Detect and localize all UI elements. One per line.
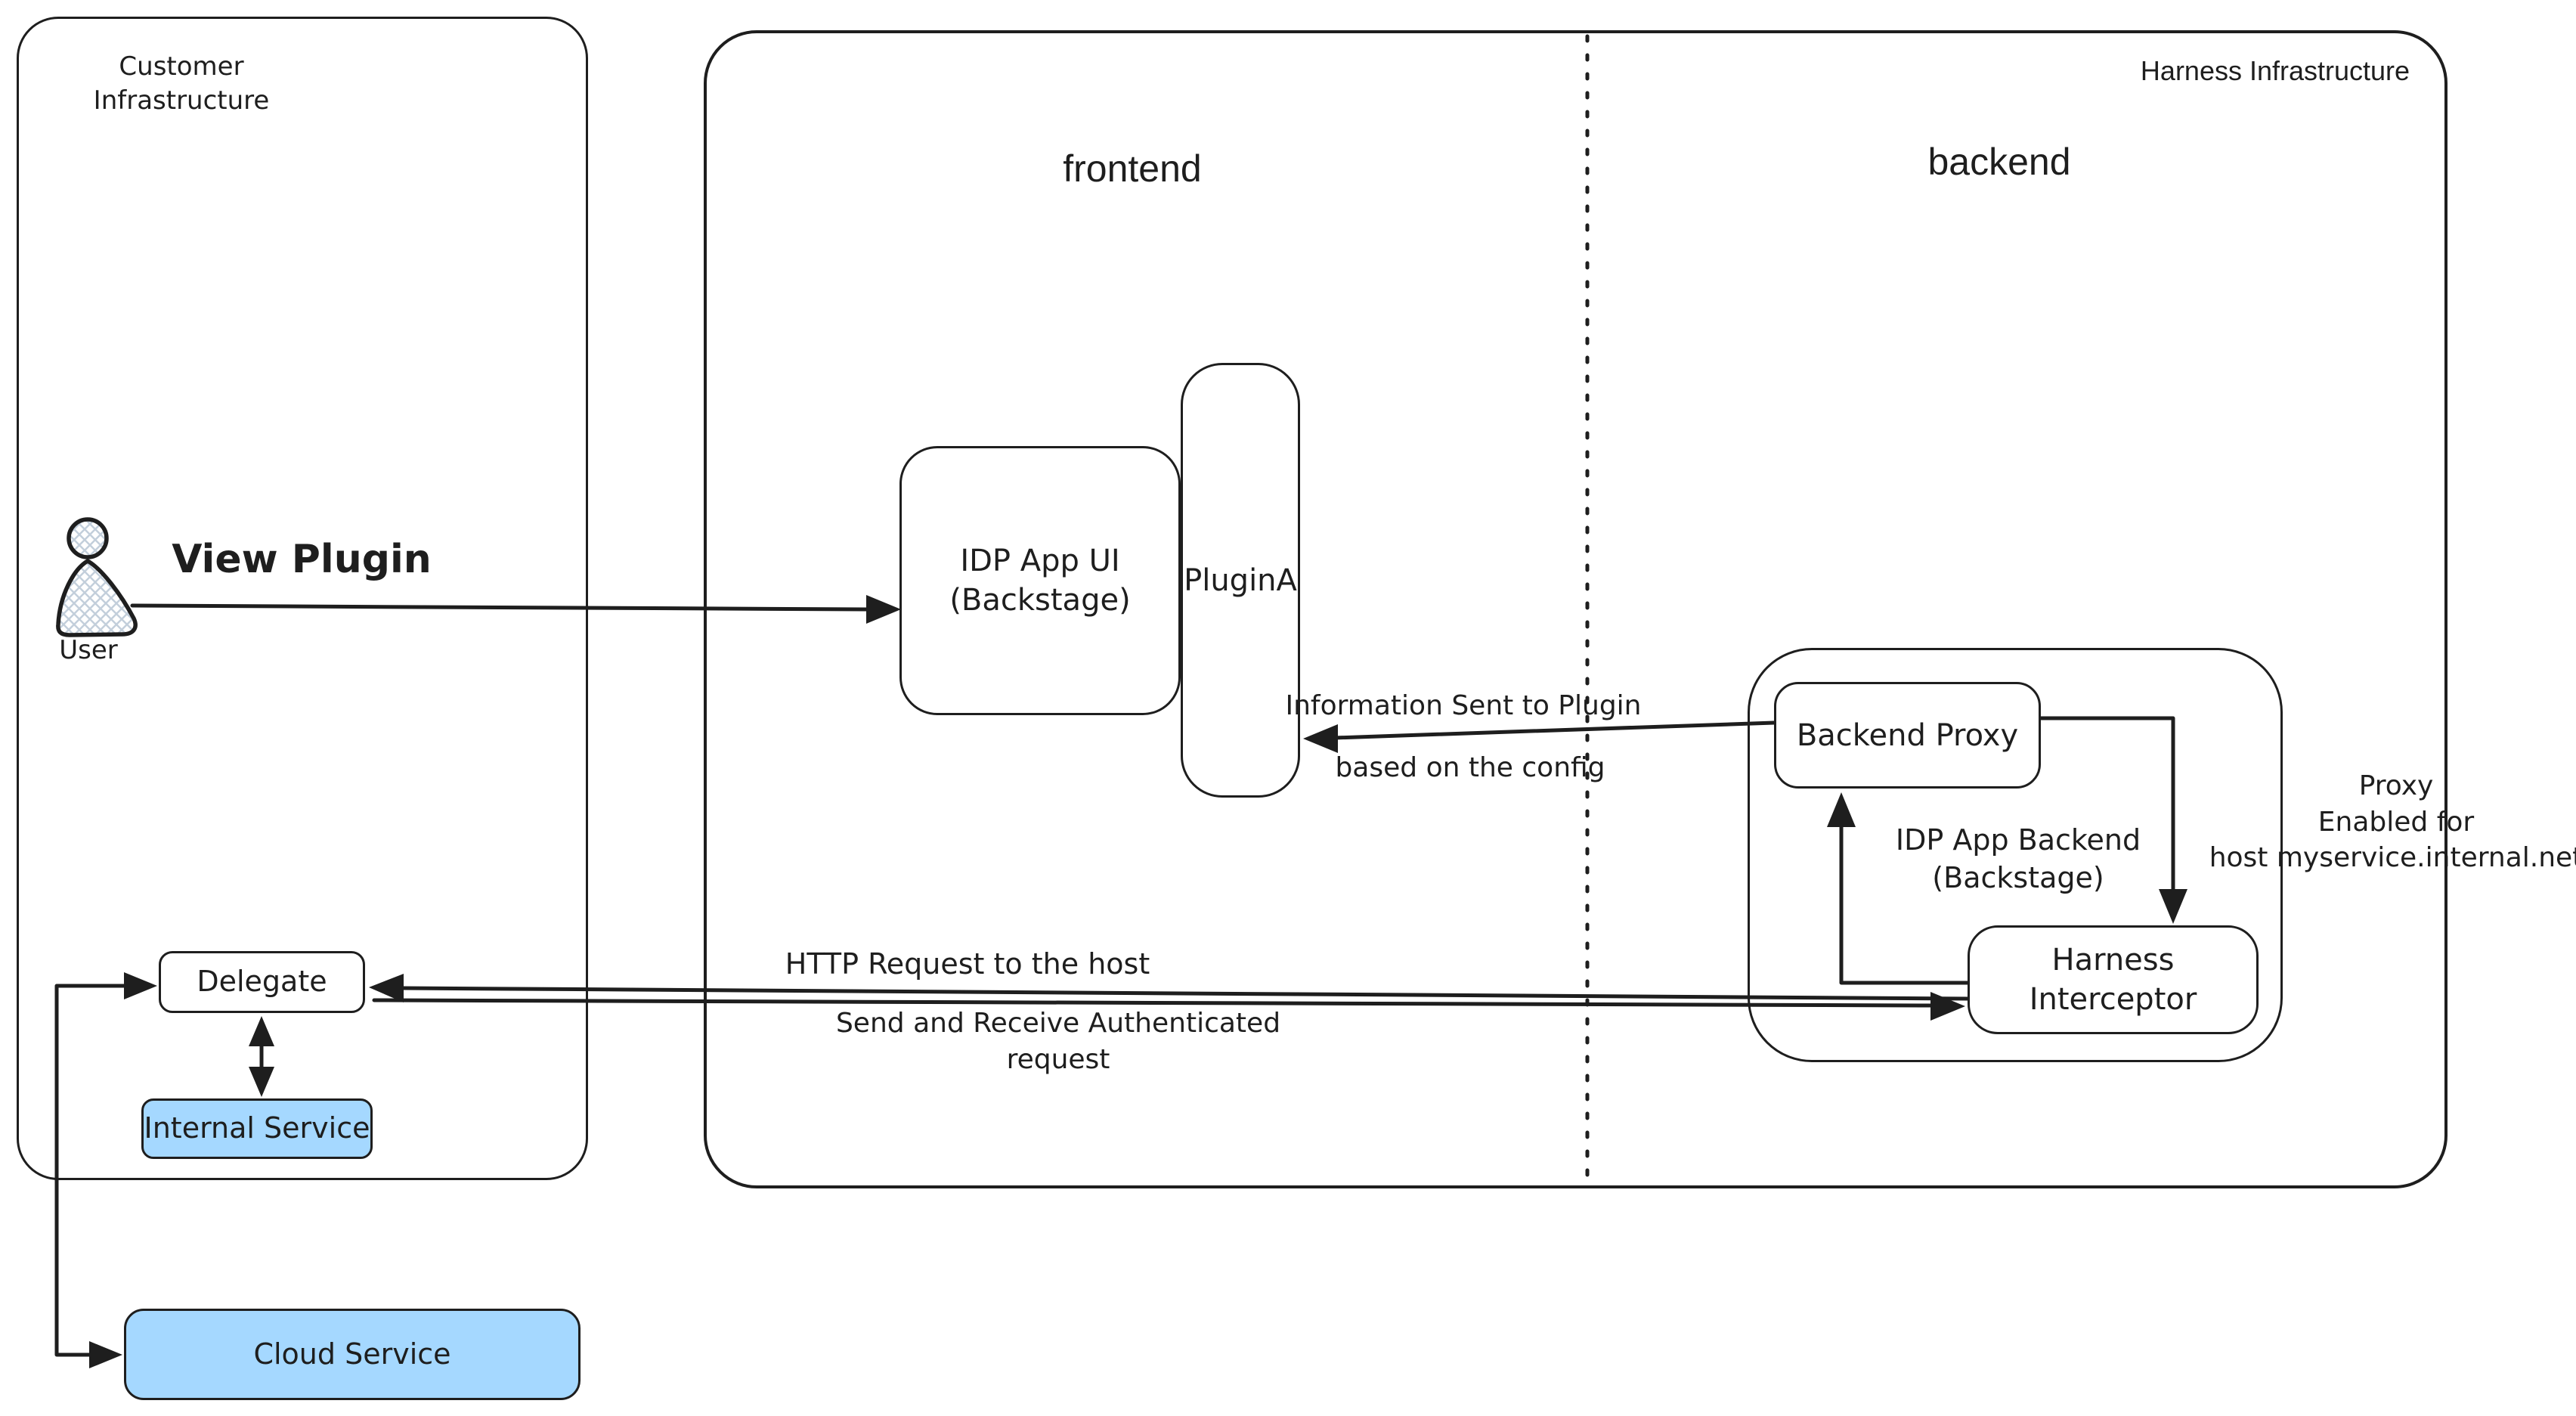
customer-infrastructure-region [17,17,588,1180]
internal-service-label: Internal Service [144,1111,370,1145]
harness-region-title: Harness Infrastructure [2140,55,2410,86]
harness-interceptor-label-line1: Harness [2051,943,2175,978]
info-to-plugin-edge-label-line2: based on the config [1335,752,1605,783]
arrow-interceptor-to-proxy [1827,792,1970,985]
arrow-proxy-to-interceptor [2039,716,2187,924]
customer-region-title: Customer Infrastructure [93,51,270,116]
frontend-zone-label: frontend [1063,147,1202,190]
backend-proxy-label: Backend Proxy [1796,717,2019,753]
idp-app-backend-label-line2: (Backstage) [1932,861,2104,895]
proxy-enabled-edge-label: Proxy Enabled for host myservice.interna… [2200,768,2576,876]
idp-app-ui-label-line2: (Backstage) [949,583,1131,618]
plugin-a-label: PluginA [1184,562,1297,598]
proxy-enabled-label-line1: Proxy [2358,770,2434,801]
user-node-label: User [59,635,118,665]
proxy-enabled-label-line2: Enabled for [2317,806,2475,838]
arrow-http-to-interceptor [372,992,1965,1021]
plugin-a-node: PluginA [1181,363,1300,798]
harness-interceptor-label-line2: Interceptor [2029,982,2197,1017]
http-request-edge-label-line2: Send and Receive Authenticated [835,1008,1281,1039]
http-request-edge-label-line3: request [1006,1043,1110,1075]
cloud-service-label: Cloud Service [253,1337,451,1371]
user-icon [56,517,138,637]
arrow-info-to-plugin [1303,720,1776,753]
arrow-http-to-delegate [369,974,1970,1002]
arrow-view-plugin [130,595,901,624]
idp-app-backend-label-line1: IDP App Backend [1895,823,2141,857]
delegate-node: Delegate [159,951,365,1013]
cloud-service-node: Cloud Service [124,1309,581,1400]
harness-interceptor-node: Harness Interceptor [1968,925,2259,1034]
idp-app-backend-label: IDP App Backend (Backstage) [1829,821,2207,897]
info-to-plugin-edge-label-line1: Information Sent to Plugin [1285,690,1642,721]
idp-app-ui-label-line1: IDP App UI [960,544,1120,578]
idp-app-ui-node: IDP App UI (Backstage) [899,446,1181,715]
arrow-delegate-internal [249,1016,274,1097]
backend-proxy-node: Backend Proxy [1774,682,2041,789]
backend-zone-label: backend [1927,141,2071,183]
delegate-label: Delegate [197,965,327,999]
arrow-delegate-cloud-path [54,972,157,1368]
http-request-edge-label-line1: HTTP Request to the host [785,947,1150,981]
http-request-edge-label-lines23: Send and Receive Authenticated request [831,1005,1285,1077]
view-plugin-edge-label: View Plugin [172,537,432,582]
proxy-enabled-label-line3: host myservice.internal.net [2209,842,2576,874]
internal-service-node: Internal Service [141,1098,373,1159]
